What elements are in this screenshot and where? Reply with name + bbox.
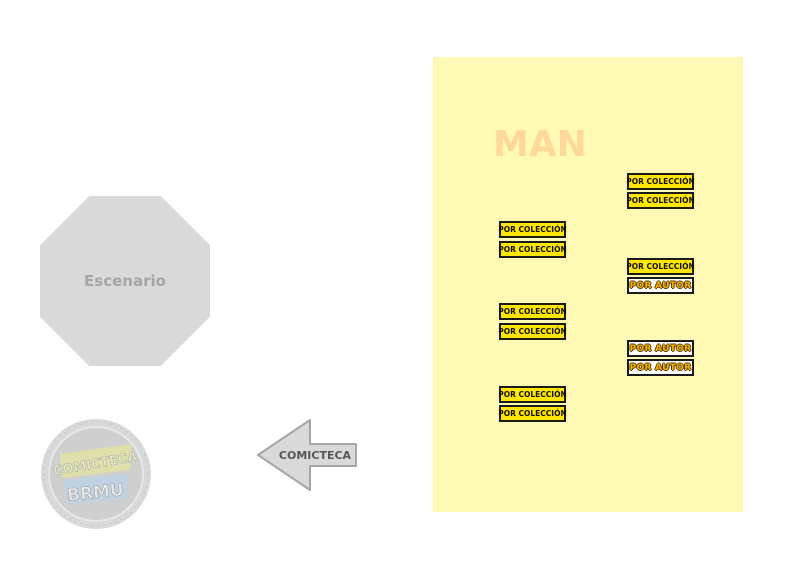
comicteca-arrow-label: COMICTECA <box>278 448 352 462</box>
tag-por-autor[interactable]: POR AUTOR <box>627 340 694 357</box>
tag-por-coleccion[interactable]: POR COLECCIÓN <box>626 192 695 209</box>
tag-por-autor[interactable]: POR AUTOR <box>627 359 694 376</box>
tag-por-coleccion[interactable]: POR COLECCIÓN <box>498 221 567 238</box>
comicteca-logo: COMICTECA BRMU <box>41 419 151 529</box>
tag-por-coleccion[interactable]: POR COLECCIÓN <box>498 241 567 258</box>
scenario-label: Escenario <box>84 272 166 290</box>
scenario-octagon[interactable]: Escenario <box>40 196 210 366</box>
tag-por-coleccion[interactable]: POR COLECCIÓN <box>498 386 567 403</box>
tag-por-coleccion[interactable]: POR COLECCIÓN <box>498 323 567 340</box>
tag-por-coleccion[interactable]: POR COLECCIÓN <box>626 258 695 275</box>
tag-por-coleccion[interactable]: POR COLECCIÓN <box>498 405 567 422</box>
panel-title: MAN <box>493 124 587 165</box>
tag-por-coleccion[interactable]: POR COLECCIÓN <box>498 303 567 320</box>
comicteca-arrow[interactable] <box>256 418 360 492</box>
tag-por-autor[interactable]: POR AUTOR <box>627 277 694 294</box>
tag-por-coleccion[interactable]: POR COLECCIÓN <box>626 173 695 190</box>
man-panel <box>433 57 743 512</box>
